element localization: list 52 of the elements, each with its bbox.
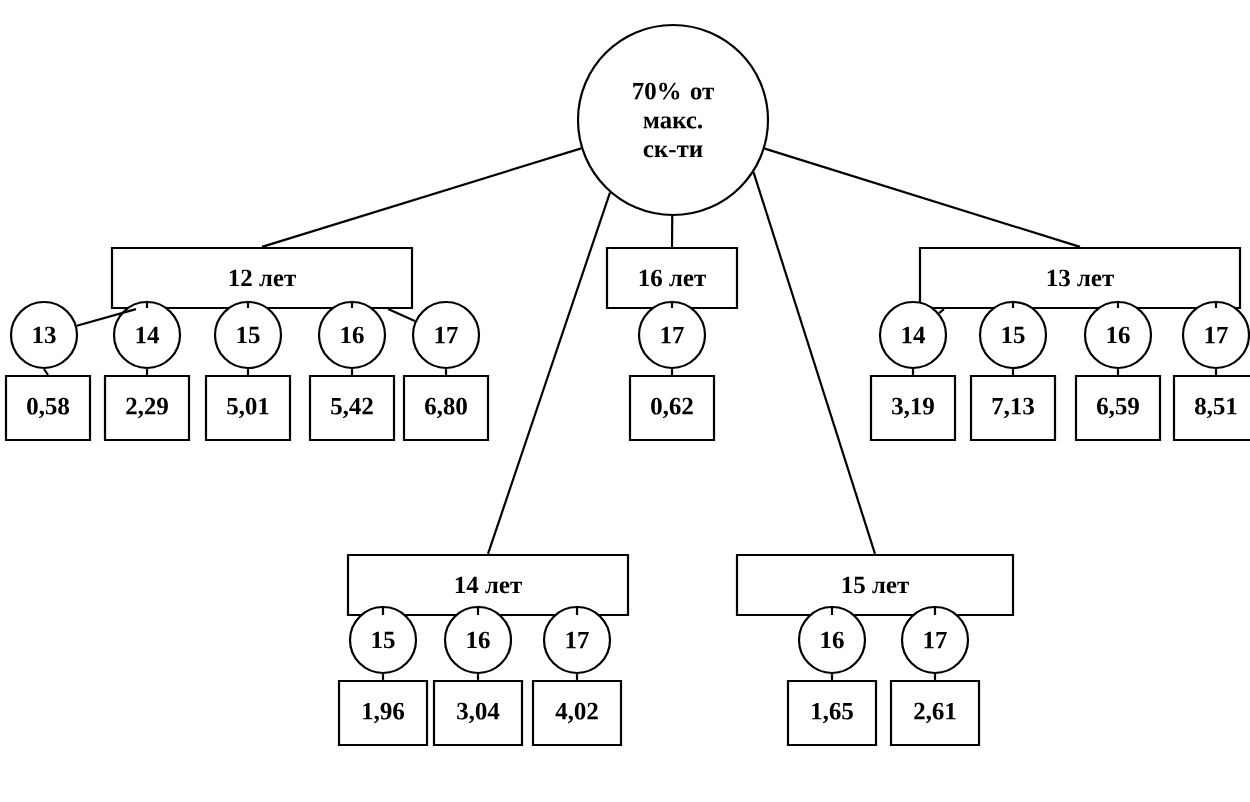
value-box: 8,51 bbox=[1172, 374, 1250, 442]
value-box: 2,61 bbox=[889, 679, 981, 747]
connector-line bbox=[1116, 369, 1120, 375]
connector-line bbox=[145, 300, 149, 308]
age-box: 16 лет bbox=[605, 246, 739, 310]
connector-line bbox=[476, 605, 480, 615]
value-box: 6,80 bbox=[402, 374, 490, 442]
connector-line bbox=[261, 147, 582, 248]
connector-line bbox=[246, 369, 250, 375]
connector-line bbox=[1011, 300, 1015, 308]
connector-line bbox=[246, 300, 250, 308]
connector-line bbox=[575, 674, 579, 680]
value-box: 4,02 bbox=[531, 679, 623, 747]
connector-line bbox=[43, 368, 49, 376]
connector-line bbox=[670, 300, 674, 308]
connector-line bbox=[381, 674, 385, 680]
connector-line bbox=[476, 674, 480, 680]
connector-line bbox=[911, 369, 915, 375]
connector-line bbox=[933, 605, 937, 615]
value-box: 5,42 bbox=[308, 374, 396, 442]
connector-line bbox=[387, 308, 416, 323]
connector-line bbox=[670, 369, 674, 375]
value-box: 1,96 bbox=[337, 679, 429, 747]
connector-line bbox=[764, 147, 1081, 248]
connector-line bbox=[1011, 369, 1015, 375]
connector-line bbox=[1116, 300, 1120, 308]
connector-line bbox=[575, 605, 579, 615]
node-label: 17 bbox=[1205, 326, 1228, 344]
connector-line bbox=[350, 300, 354, 308]
connector-line bbox=[444, 369, 448, 375]
value-box: 5,01 bbox=[204, 374, 292, 442]
connector-line bbox=[752, 172, 877, 555]
connector-line bbox=[1214, 300, 1218, 308]
connector-line bbox=[938, 308, 945, 314]
connector-line bbox=[350, 369, 354, 375]
connector-line bbox=[830, 674, 834, 680]
connector-line bbox=[830, 605, 834, 615]
connector-line bbox=[381, 605, 385, 615]
value-box: 6,59 bbox=[1074, 374, 1162, 442]
value-box: 3,19 bbox=[869, 374, 957, 442]
value-box: 0,58 bbox=[4, 374, 92, 442]
connector-line bbox=[933, 674, 937, 680]
value-box: 7,13 bbox=[969, 374, 1057, 442]
value-box: 3,04 bbox=[432, 679, 524, 747]
connector-line bbox=[670, 216, 674, 247]
connector-line bbox=[486, 192, 611, 555]
value-box: 0,62 bbox=[628, 374, 716, 442]
value-box: 2,29 bbox=[103, 374, 191, 442]
connector-line bbox=[1214, 369, 1218, 375]
connector-line bbox=[145, 369, 149, 375]
value-box: 1,65 bbox=[786, 679, 878, 747]
connector-line bbox=[76, 308, 137, 327]
